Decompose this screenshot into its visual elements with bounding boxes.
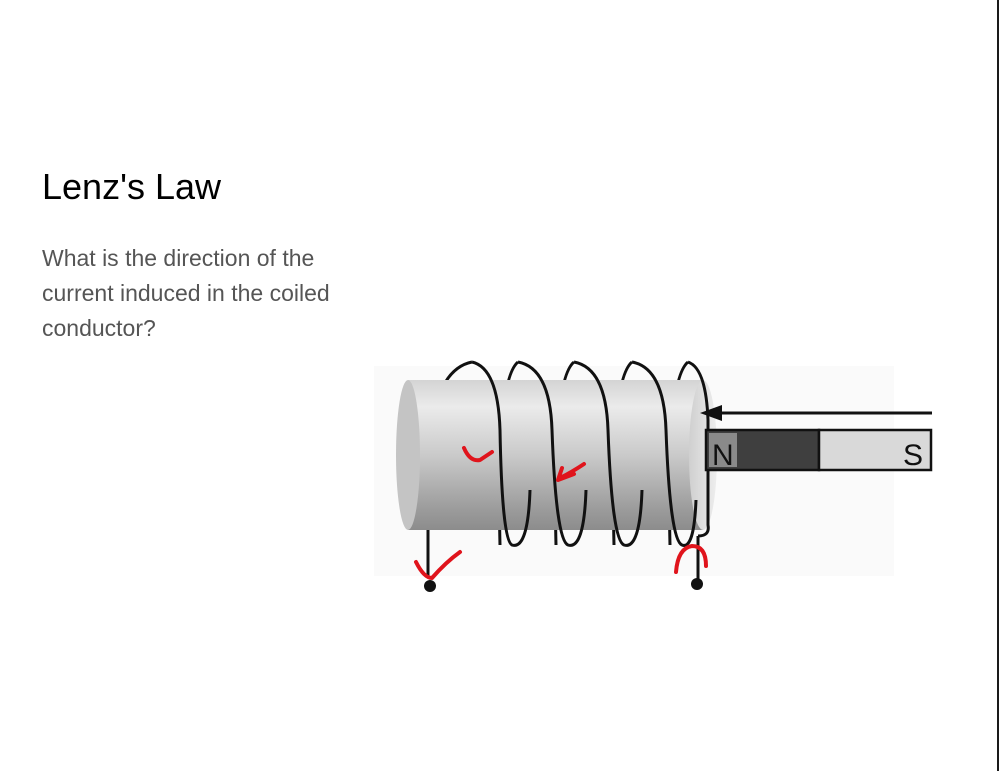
- motion-arrow: [700, 405, 932, 421]
- slide-title: Lenz's Law: [42, 166, 221, 207]
- magnet-south-pole: [817, 428, 933, 472]
- annotation-mark-2: [556, 462, 586, 482]
- right-terminal: [691, 578, 703, 590]
- magnet-north-label: N: [712, 439, 734, 472]
- magnet-south-label: S: [903, 439, 923, 472]
- left-terminal: [424, 580, 436, 592]
- window-right-border: [997, 0, 999, 771]
- coil-magnet-diagram: N S: [374, 360, 933, 592]
- bar-magnet: N S: [704, 428, 933, 472]
- handwritten-current-arrows: [414, 446, 708, 580]
- annotation-mark-4: [674, 544, 708, 574]
- annotation-mark-1: [462, 446, 494, 463]
- question-text: What is the direction of the current ind…: [42, 245, 330, 341]
- annotation-mark-3: [414, 550, 462, 580]
- coil-front-windings: [471, 360, 710, 547]
